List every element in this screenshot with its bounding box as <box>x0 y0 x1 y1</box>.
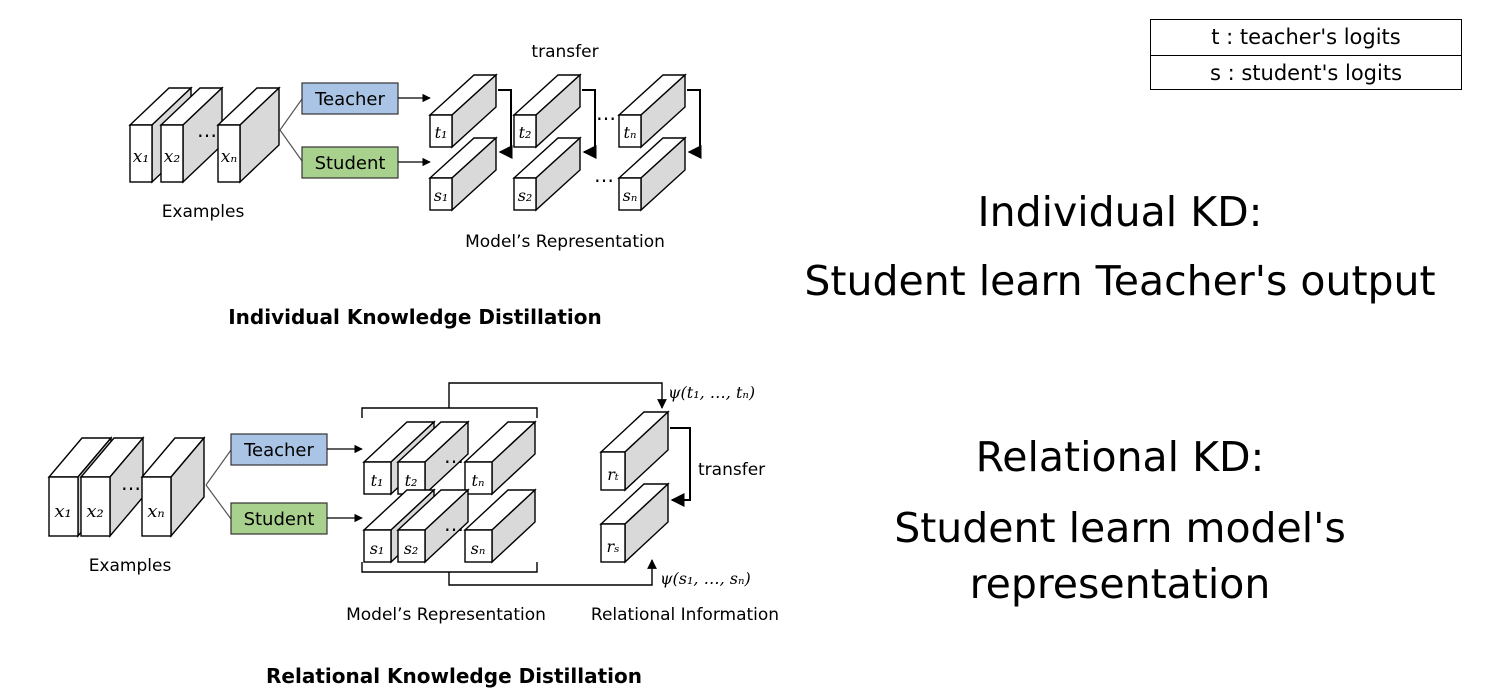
symbol-s2: s₂ <box>404 539 419 558</box>
teacher-box <box>230 433 328 466</box>
teacher-block-tn: tₙ <box>617 73 687 149</box>
ellipsis: … <box>121 471 141 495</box>
teacher-label: Teacher <box>314 89 385 110</box>
symbol-s2: s₂ <box>518 186 533 205</box>
transfer-label: transfer <box>531 42 598 62</box>
split-line-student <box>279 129 303 162</box>
examples-label: Examples <box>162 202 245 222</box>
student-block-s2: s₂ <box>396 488 470 564</box>
symbol-t1: t₁ <box>371 471 384 490</box>
logits-legend: t : teacher's logits s : student's logit… <box>1150 19 1462 90</box>
symbol-tn: tₙ <box>624 123 637 142</box>
relational-kd-description-line2: representation <box>969 560 1271 608</box>
example-slab-x2: x₂ <box>159 86 224 184</box>
student-relation-connector <box>448 559 657 586</box>
individual-kd-description: Student learn Teacher's output <box>804 257 1436 305</box>
relational-title: Relational Knowledge Distillation <box>266 664 642 688</box>
symbol-x2: x₂ <box>86 501 103 522</box>
example-slab-xn: xₙ <box>140 436 206 538</box>
symbol-sn: sₙ <box>471 539 486 558</box>
ellipsis: … <box>444 512 464 536</box>
relational-block-rt: rₜ <box>599 410 670 492</box>
split-line-teacher <box>279 98 303 131</box>
student-block-sn: sₙ <box>617 136 687 212</box>
individual-kd-heading: Individual KD: <box>977 188 1263 236</box>
teacher-block-t2: t₂ <box>396 420 470 496</box>
student-box <box>230 502 328 535</box>
legend-student: s : student's logits <box>1151 55 1461 91</box>
symbol-rs: rₛ <box>606 537 619 556</box>
symbol-s1: s₁ <box>434 186 449 205</box>
relational-info-label: Relational Information <box>591 605 779 625</box>
individual-kd-figure: x₁ x₂ … xₙ Examples Teacher Student <box>128 42 702 329</box>
symbol-sn: sₙ <box>623 186 638 205</box>
transfer-arrows <box>498 89 702 159</box>
relational-kd-heading: Relational KD: <box>975 433 1265 481</box>
legend-teacher: t : teacher's logits <box>1211 25 1401 49</box>
symbol-rt: rₜ <box>607 465 619 484</box>
symbol-x1: x₁ <box>133 147 149 167</box>
symbol-t2: t₂ <box>405 471 418 490</box>
representation-label: Model’s Representation <box>465 232 665 252</box>
teacher-block-tn: tₙ <box>463 420 537 496</box>
student-block-s2: s₂ <box>512 136 582 212</box>
relational-transfer-label: transfer <box>698 460 765 480</box>
symbol-t1: t₁ <box>435 123 448 142</box>
student-block-sn: sₙ <box>463 488 537 564</box>
split-line-teacher <box>205 449 232 486</box>
symbol-s1: s₁ <box>370 539 385 558</box>
student-label: Student <box>315 153 386 174</box>
symbol-x1: x₁ <box>54 501 71 522</box>
example-slab-xn: xₙ <box>216 86 281 184</box>
teacher-block-t2: t₂ <box>512 73 582 149</box>
psi-student-label: ψ(s₁, …, sₙ) <box>660 569 751 588</box>
student-label: Student <box>244 509 315 530</box>
relational-kd-description-line1: Student learn model's <box>894 504 1346 552</box>
representation-label: Model’s Representation <box>346 605 546 625</box>
psi-teacher-label: ψ(t₁, …, tₙ) <box>668 383 755 402</box>
teacher-block-t1: t₁ <box>428 73 498 149</box>
ellipsis: … <box>596 101 616 125</box>
examples-label: Examples <box>89 556 172 576</box>
ellipsis: … <box>444 444 464 468</box>
symbol-x2: x₂ <box>164 147 181 167</box>
individual-title: Individual Knowledge Distillation <box>228 305 602 329</box>
student-block-s1: s₁ <box>428 136 498 212</box>
ellipsis: … <box>594 163 614 187</box>
symbol-tn: tₙ <box>472 471 485 490</box>
teacher-bracket <box>361 407 538 418</box>
student-bracket <box>361 562 538 573</box>
teacher-relation-connector <box>448 382 667 409</box>
relational-block-rs: rₛ <box>599 482 670 564</box>
relational-kd-figure: x₁ x₂ … xₙ Examples Teacher Student <box>47 382 779 688</box>
symbol-t2: t₂ <box>519 123 532 142</box>
relational-transfer-arrow <box>670 427 691 507</box>
split-line-student <box>205 484 232 520</box>
teacher-label: Teacher <box>243 440 314 461</box>
symbol-xn: xₙ <box>147 501 164 522</box>
symbol-xn: xₙ <box>221 147 238 167</box>
ellipsis: … <box>197 118 217 142</box>
